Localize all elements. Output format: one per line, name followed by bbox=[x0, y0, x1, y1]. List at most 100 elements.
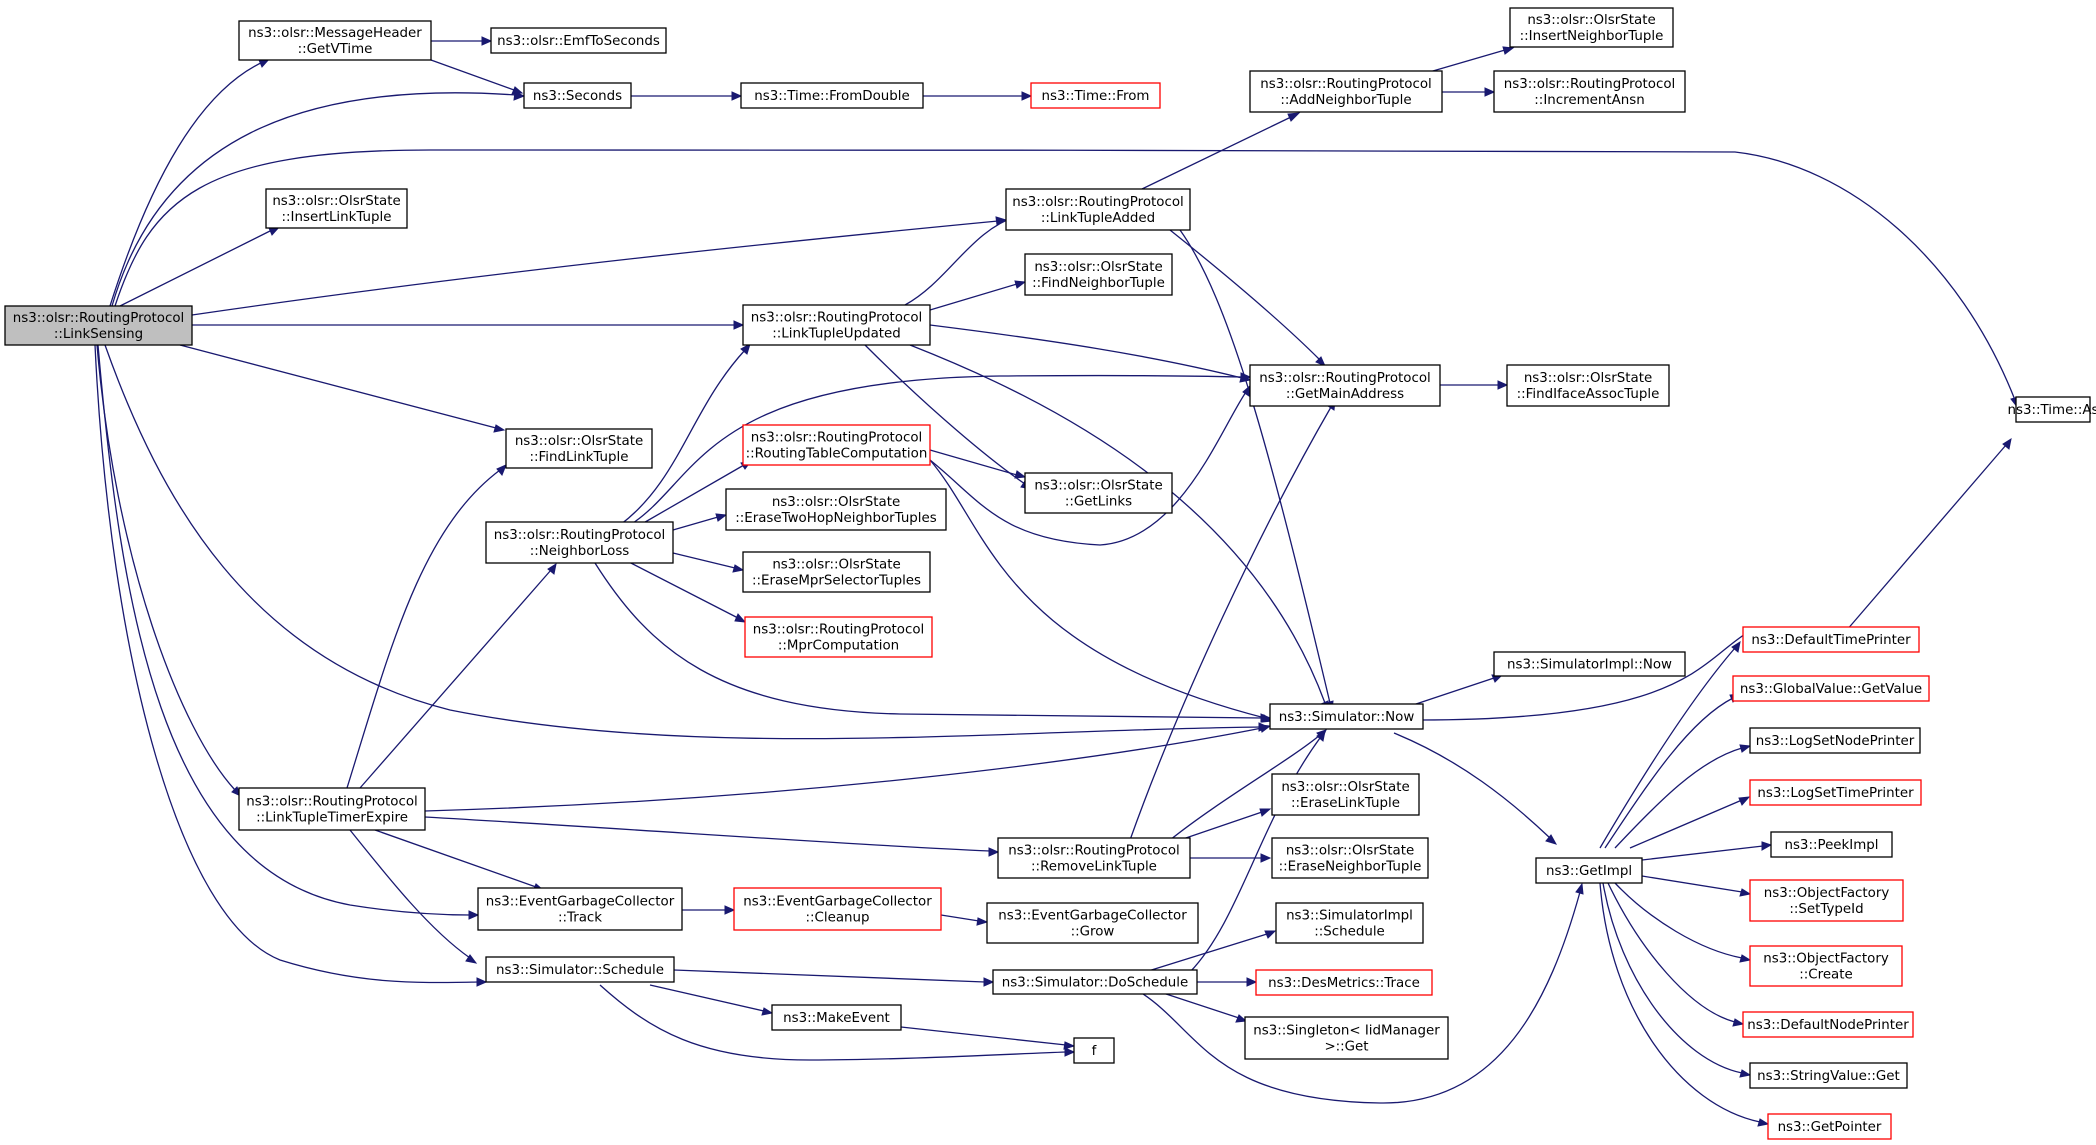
node-fromdouble[interactable]: ns3::Time::FromDouble bbox=[740, 82, 924, 109]
node-label: ::LinkTupleTimerExpire bbox=[256, 811, 408, 826]
node-ofcreate[interactable]: ns3::ObjectFactory::Create bbox=[1749, 945, 1903, 987]
node-box bbox=[1506, 364, 1670, 407]
node-rtcomp[interactable]: ns3::olsr::RoutingProtocol::RoutingTable… bbox=[742, 424, 931, 466]
node-erasemprsel[interactable]: ns3::olsr::OlsrState::EraseMprSelectorTu… bbox=[742, 551, 931, 593]
node-getvtime[interactable]: ns3::olsr::MessageHeader::GetVTime bbox=[238, 20, 432, 61]
edge-linksensing-getvtime bbox=[109, 57, 272, 307]
node-label: ns3::olsr::RoutingProtocol bbox=[751, 431, 923, 446]
node-addneighbor[interactable]: ns3::olsr::RoutingProtocol::AddNeighborT… bbox=[1249, 70, 1443, 113]
node-box bbox=[740, 82, 924, 109]
node-box bbox=[771, 1004, 902, 1031]
node-box bbox=[1493, 70, 1686, 113]
node-linkupdated[interactable]: ns3::olsr::RoutingProtocol::LinkTupleUpd… bbox=[742, 304, 931, 346]
edge-rtcomp-getlinks bbox=[929, 449, 1027, 479]
node-ofsettypeid[interactable]: ns3::ObjectFactory::SetTypeId bbox=[1749, 879, 1904, 922]
edge-getvtime-seconds bbox=[430, 59, 524, 95]
node-gvgetvalue[interactable]: ns3::GlobalValue::GetValue bbox=[1732, 675, 1930, 702]
node-linkadded[interactable]: ns3::olsr::RoutingProtocol::LinkTupleAdd… bbox=[1005, 188, 1191, 231]
node-neighborloss[interactable]: ns3::olsr::RoutingProtocol::NeighborLoss bbox=[485, 521, 674, 564]
node-seconds[interactable]: ns3::Seconds bbox=[523, 82, 632, 109]
node-getlinks[interactable]: ns3::olsr::OlsrState::GetLinks bbox=[1024, 472, 1173, 514]
node-label: ::LinkSensing bbox=[54, 327, 143, 342]
node-box bbox=[986, 902, 1199, 944]
node-label: ns3::olsr::MessageHeader bbox=[248, 26, 422, 41]
node-label: ns3::olsr::RoutingProtocol bbox=[13, 311, 185, 326]
node-label: ::LinkTupleAdded bbox=[1041, 211, 1155, 226]
edge-dosched-desmetrics bbox=[1197, 977, 1258, 987]
node-box bbox=[1767, 1113, 1892, 1140]
node-findlink[interactable]: ns3::olsr::OlsrState::FindLinkTuple bbox=[505, 428, 653, 469]
node-box bbox=[1493, 651, 1686, 677]
node-egcgrow[interactable]: ns3::EventGarbageCollector::Grow bbox=[986, 902, 1199, 944]
edge-addneighbor-incansn bbox=[1442, 87, 1496, 97]
edge-neighborloss-simnow bbox=[594, 562, 1272, 723]
node-label: ns3::Singleton< IidManager bbox=[1253, 1024, 1440, 1039]
node-timefrom[interactable]: ns3::Time::From bbox=[1030, 82, 1161, 109]
node-label: ns3::EventGarbageCollector bbox=[486, 895, 675, 910]
node-label: ::NeighborLoss bbox=[530, 544, 630, 559]
node-box bbox=[1271, 773, 1420, 816]
node-box bbox=[4, 305, 193, 346]
node-erasetwohop[interactable]: ns3::olsr::OlsrState::EraseTwoHopNeighbo… bbox=[725, 488, 947, 531]
node-label: ns3::LogSetNodePrinter bbox=[1756, 734, 1915, 749]
node-simsched[interactable]: ns3::Simulator::Schedule bbox=[485, 956, 675, 983]
node-getmain[interactable]: ns3::olsr::RoutingProtocol::GetMainAddre… bbox=[1249, 364, 1441, 407]
node-desmetrics[interactable]: ns3::DesMetrics::Trace bbox=[1255, 969, 1433, 996]
node-f[interactable]: f bbox=[1073, 1037, 1115, 1064]
edge-makeevent-f bbox=[900, 1026, 1076, 1050]
node-insertlink[interactable]: ns3::olsr::OlsrState::InsertLinkTuple bbox=[265, 188, 408, 229]
node-mprcomp[interactable]: ns3::olsr::RoutingProtocol::MprComputati… bbox=[744, 616, 933, 658]
node-box bbox=[238, 20, 432, 61]
node-box bbox=[490, 27, 667, 54]
node-findneighbor[interactable]: ns3::olsr::OlsrState::FindNeighborTuple bbox=[1024, 253, 1173, 296]
node-egccleanup[interactable]: ns3::EventGarbageCollector::Cleanup bbox=[733, 887, 942, 931]
node-label: ::FindIfaceAssocTuple bbox=[1517, 387, 1660, 402]
node-defaultnode[interactable]: ns3::DefaultNodePrinter bbox=[1742, 1011, 1914, 1038]
edge-linksensing-findlink bbox=[179, 344, 506, 433]
node-label: ns3::Time::As bbox=[2008, 403, 2096, 418]
node-label: ns3::DefaultTimePrinter bbox=[1751, 633, 1911, 648]
edge-addneighbor-insertneighbor bbox=[1425, 46, 1515, 74]
node-egctrack[interactable]: ns3::EventGarbageCollector::Track bbox=[477, 887, 683, 931]
node-box bbox=[1024, 253, 1173, 296]
node-label: ns3::DesMetrics::Trace bbox=[1268, 976, 1420, 991]
node-logsettime[interactable]: ns3::LogSetTimePrinter bbox=[1749, 779, 1922, 806]
node-getimpl[interactable]: ns3::GetImpl bbox=[1535, 857, 1643, 884]
node-timeas[interactable]: ns3::Time::As bbox=[2008, 396, 2096, 423]
node-label: ns3::Time::From bbox=[1042, 89, 1150, 104]
node-insertneighbor[interactable]: ns3::olsr::OlsrState::InsertNeighborTupl… bbox=[1509, 7, 1674, 48]
node-simnow[interactable]: ns3::Simulator::Now bbox=[1269, 703, 1424, 730]
node-simimplsched[interactable]: ns3::SimulatorImpl::Schedule bbox=[1275, 902, 1424, 944]
node-box bbox=[1732, 675, 1930, 702]
node-getpointer[interactable]: ns3::GetPointer bbox=[1767, 1113, 1892, 1140]
node-strget[interactable]: ns3::StringValue::Get bbox=[1749, 1062, 1908, 1089]
node-dosched[interactable]: ns3::Simulator::DoSchedule bbox=[992, 969, 1198, 995]
node-simimplnow[interactable]: ns3::SimulatorImpl::Now bbox=[1493, 651, 1686, 677]
node-singleton[interactable]: ns3::Singleton< IidManager>::Get bbox=[1244, 1016, 1449, 1060]
node-eraselink[interactable]: ns3::olsr::OlsrState::EraseLinkTuple bbox=[1271, 773, 1420, 816]
edge-neighborloss-getmain bbox=[629, 372, 1252, 526]
node-makeevent[interactable]: ns3::MakeEvent bbox=[771, 1004, 902, 1031]
node-emf[interactable]: ns3::olsr::EmfToSeconds bbox=[490, 27, 667, 54]
node-eraseneighbor[interactable]: ns3::olsr::OlsrState::EraseNeighborTuple bbox=[1271, 837, 1429, 879]
node-logsetnode[interactable]: ns3::LogSetNodePrinter bbox=[1749, 727, 1921, 754]
node-box bbox=[744, 616, 933, 658]
edge-egccleanup-egcgrow bbox=[940, 914, 989, 926]
edge-removelink-eraseneighbor bbox=[1190, 853, 1272, 863]
node-label: ::Create bbox=[1799, 968, 1853, 983]
node-peekimpl[interactable]: ns3::PeekImpl bbox=[1770, 831, 1893, 858]
node-label: ns3::olsr::OlsrState bbox=[515, 434, 643, 449]
node-removelink[interactable]: ns3::olsr::RoutingProtocol::RemoveLinkTu… bbox=[997, 837, 1191, 879]
node-defaulttime[interactable]: ns3::DefaultTimePrinter bbox=[1742, 626, 1920, 653]
node-root[interactable]: ns3::olsr::RoutingProtocol::LinkSensing bbox=[4, 305, 193, 346]
node-findiface[interactable]: ns3::olsr::OlsrState::FindIfaceAssocTupl… bbox=[1506, 364, 1670, 407]
edge-linkadded-getmain bbox=[1169, 229, 1326, 367]
node-box bbox=[238, 787, 426, 831]
edge-simsched-dosched bbox=[673, 969, 995, 987]
node-incansn[interactable]: ns3::olsr::RoutingProtocol::IncrementAns… bbox=[1493, 70, 1686, 113]
edge-simnow-getimpl bbox=[1393, 732, 1558, 845]
node-box bbox=[505, 428, 653, 469]
edge-egctrack-egccleanup bbox=[682, 905, 736, 915]
node-linktimer[interactable]: ns3::olsr::RoutingProtocol::LinkTupleTim… bbox=[238, 787, 426, 831]
